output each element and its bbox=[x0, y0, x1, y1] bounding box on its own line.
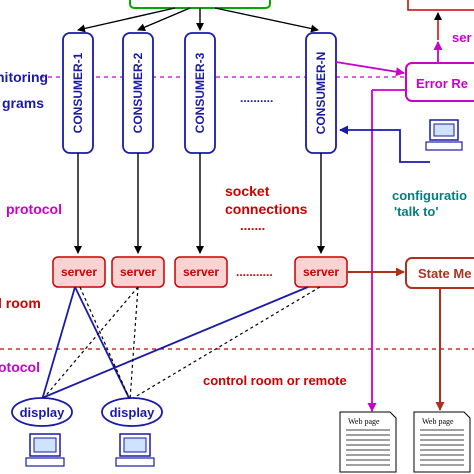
consumer-2-label: CONSUMER-2 bbox=[131, 52, 145, 133]
computer-icon bbox=[425, 119, 463, 151]
server-3: server bbox=[174, 256, 228, 288]
control-room-remote-label: control room or remote bbox=[203, 373, 347, 388]
display-1: display bbox=[11, 397, 73, 427]
consumer-n: CONSUMER-N bbox=[305, 32, 337, 154]
server-3-label: server bbox=[183, 265, 219, 279]
web-page-1-label: Web page bbox=[348, 417, 380, 426]
label-monitoring: nitoring bbox=[0, 69, 48, 85]
consumer-ellipsis: .......... bbox=[240, 91, 273, 105]
server-n: server bbox=[294, 256, 348, 288]
error-report-box bbox=[405, 62, 474, 102]
server-display-links-dashed bbox=[41, 286, 321, 401]
consumer-n-label: CONSUMER-N bbox=[314, 52, 328, 135]
server-display-links-solid bbox=[41, 286, 309, 401]
talk-to-label: 'talk to' bbox=[394, 204, 438, 219]
consumer-3: CONSUMER-3 bbox=[184, 32, 216, 154]
web-page-2-label: Web page bbox=[422, 417, 454, 426]
consumer-2: CONSUMER-2 bbox=[122, 32, 154, 154]
web-page-icon: Web page bbox=[339, 411, 397, 473]
display-2-label: display bbox=[110, 405, 156, 420]
server-2-label: server bbox=[120, 265, 156, 279]
socket-label: socket bbox=[225, 183, 270, 199]
consumer-3-label: CONSUMER-3 bbox=[193, 52, 207, 133]
state-box-label: State Me bbox=[418, 266, 471, 281]
web-page-icon: Web page bbox=[413, 411, 471, 473]
configuration-label: configuratio bbox=[392, 188, 467, 203]
server-ellipsis: ........... bbox=[236, 265, 273, 279]
state-box bbox=[405, 257, 474, 289]
top-to-consumer-arrows bbox=[77, 7, 319, 33]
display-1-label: display bbox=[20, 405, 66, 420]
top-right-red-box bbox=[407, 0, 474, 11]
computer-icon bbox=[25, 433, 65, 467]
label-room: l room bbox=[0, 295, 41, 311]
server-1: server bbox=[52, 256, 106, 288]
config-arrow bbox=[339, 125, 430, 163]
consumer-1-label: CONSUMER-1 bbox=[71, 52, 85, 133]
socket-dots: ....... bbox=[240, 218, 265, 233]
consumer-to-server-arrows bbox=[74, 153, 325, 254]
top-source-box bbox=[129, 0, 271, 9]
server-n-label: server bbox=[303, 265, 339, 279]
label-protocol-bottom: otocol bbox=[0, 359, 40, 375]
computer-icon bbox=[115, 433, 155, 467]
consumer-n-to-error-arrow bbox=[335, 61, 405, 77]
label-protocol-top: protocol bbox=[6, 201, 62, 217]
server-1-label: server bbox=[61, 265, 97, 279]
connections-label: connections bbox=[225, 201, 308, 217]
consumer-1: CONSUMER-1 bbox=[62, 32, 94, 154]
server-2: server bbox=[111, 256, 165, 288]
serv-partial-label: ser bbox=[452, 30, 472, 45]
label-programs: grams bbox=[2, 95, 44, 111]
error-report-label: Error Re bbox=[416, 76, 468, 91]
display-2: display bbox=[101, 397, 163, 427]
